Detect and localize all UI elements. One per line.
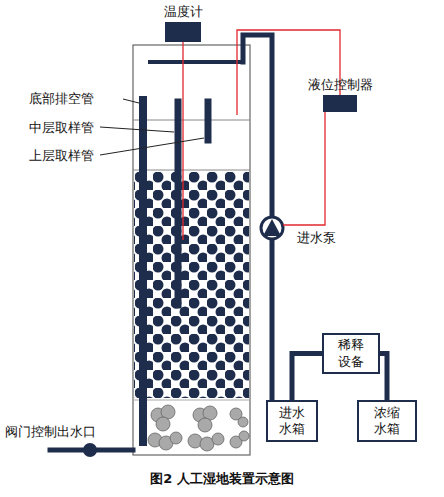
equipment-box: 浓缩水箱 — [357, 400, 417, 442]
wetland-column — [133, 45, 250, 455]
part-label: 中层取样管 — [28, 120, 95, 136]
node-label: 浓缩水箱 — [373, 405, 402, 438]
sensor-wires — [183, 30, 340, 240]
filter-media — [134, 172, 249, 398]
outlet-valve — [83, 443, 97, 457]
part-label: 上层取样管 — [28, 148, 95, 164]
part-label: 阀门控制出水口 — [4, 424, 97, 440]
leader-lines — [100, 99, 204, 155]
node-label: 液位控制器 — [308, 77, 373, 93]
part-label: 底部排空管 — [28, 91, 95, 107]
instrument-box: 温度计 — [165, 22, 201, 42]
gravel-layer — [148, 405, 249, 451]
equipment-box: 稀释设备 — [322, 333, 380, 374]
pipe-connector — [380, 354, 387, 401]
figure-caption: 图2 人工湿地装置示意图 — [0, 470, 444, 488]
part-label: 进水泵 — [296, 230, 337, 246]
equipment-box: 进水水箱 — [266, 400, 318, 442]
media-top-line — [133, 170, 250, 171]
node-label: 进水水箱 — [278, 405, 307, 438]
gravel-top-line — [133, 400, 250, 401]
node-label: 温度计 — [164, 4, 203, 20]
inlet-pump — [261, 217, 283, 239]
instrument-box: 液位控制器 — [323, 95, 357, 112]
node-label: 稀释设备 — [337, 337, 366, 370]
water-level-line — [133, 120, 250, 121]
pipe-connector — [292, 354, 322, 401]
